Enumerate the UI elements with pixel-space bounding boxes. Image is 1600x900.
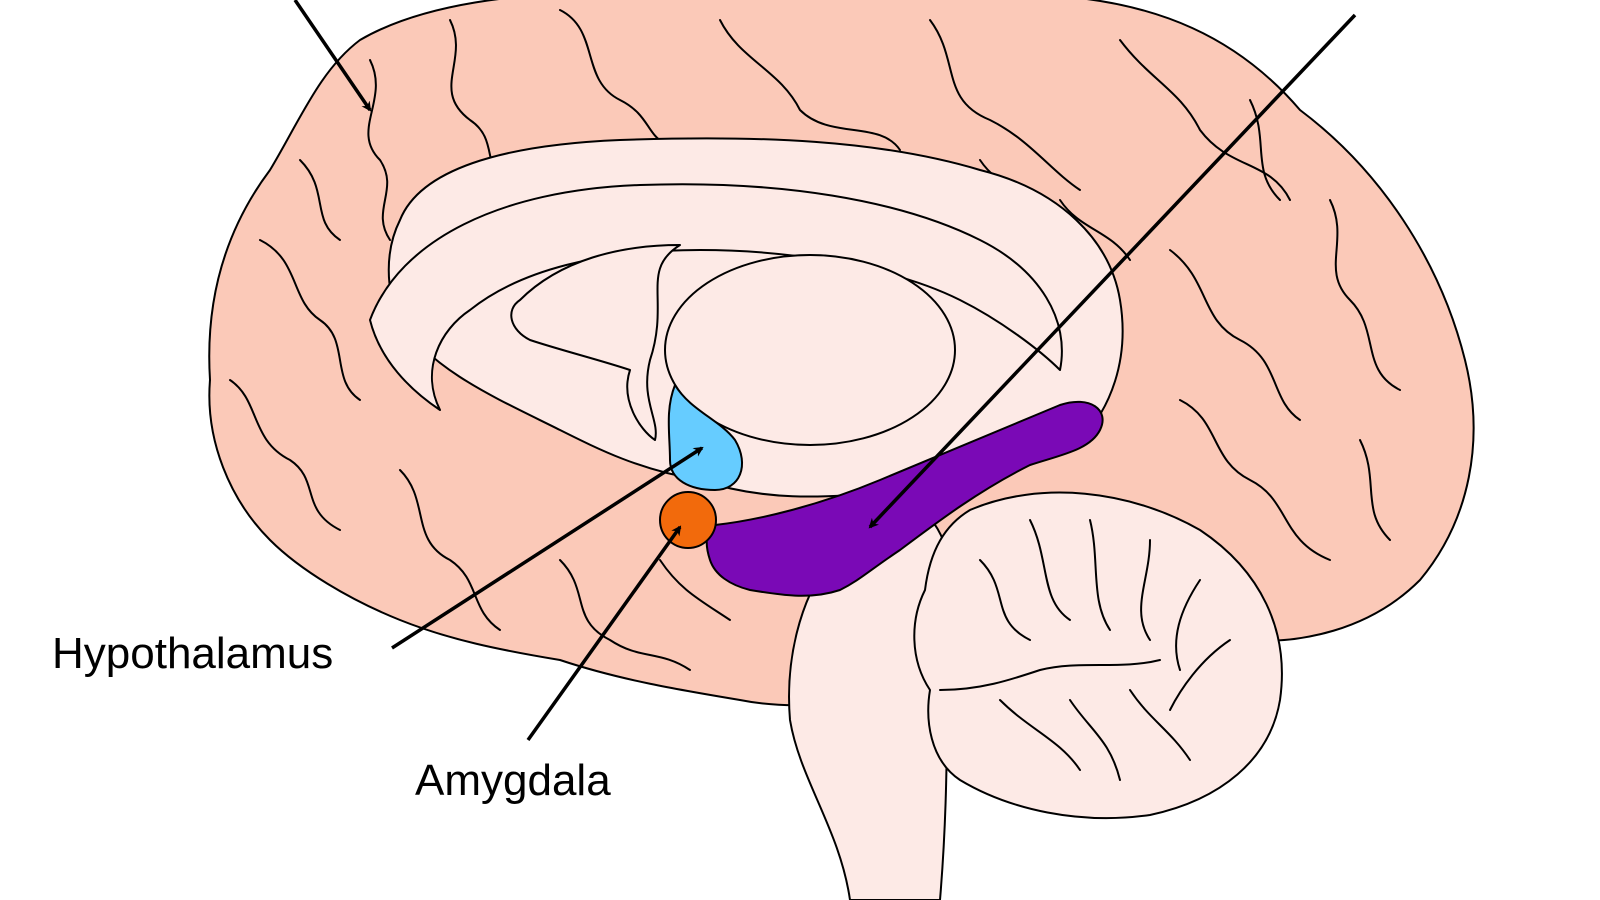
leader-line-hippocampus — [868, 13, 1357, 529]
fornix — [510, 244, 681, 441]
amygdala — [659, 491, 717, 549]
leader-line-amygdala — [526, 525, 682, 742]
hypothalamus — [667, 384, 744, 491]
corpus-callosum — [369, 183, 1063, 411]
leader-line-hypothalamus — [391, 446, 704, 650]
leader-line-top-left — [293, 0, 372, 112]
thalamus — [664, 254, 956, 446]
cerebellum — [913, 491, 1283, 820]
hypothalamus-label: Hypothalamus — [52, 629, 333, 678]
cerebellum-folia — [939, 519, 1231, 781]
amygdala-label: Amygdala — [415, 756, 611, 805]
hippocampus — [705, 400, 1104, 597]
